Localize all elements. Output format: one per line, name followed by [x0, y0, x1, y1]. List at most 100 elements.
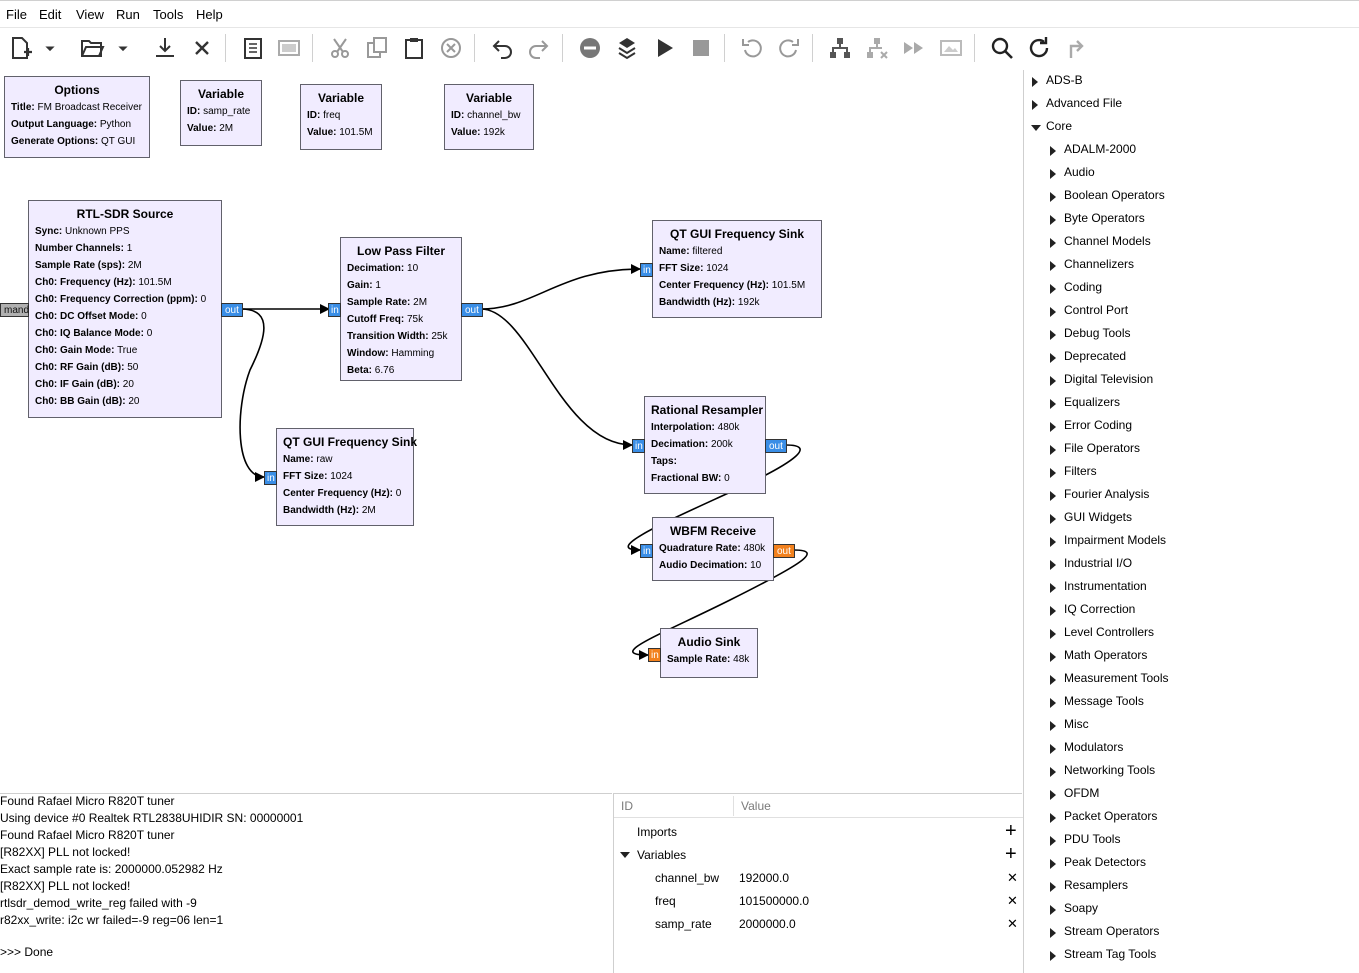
tree-item-core-3[interactable]: Byte Operators — [1064, 211, 1145, 225]
menu-edit[interactable]: Edit — [39, 7, 62, 22]
tree-item-core-22[interactable]: Math Operators — [1064, 648, 1148, 662]
remove-variable-icon[interactable]: ✕ — [1007, 916, 1018, 931]
tree-item-core-0[interactable]: ADALM-2000 — [1064, 142, 1137, 156]
screenshot-icon[interactable] — [273, 32, 305, 64]
chevron-right-icon[interactable] — [1050, 192, 1056, 202]
chevron-right-icon[interactable] — [1050, 445, 1056, 455]
port-out-wbfm[interactable]: out — [773, 544, 795, 558]
rational-resampler-block[interactable]: Rational Resampler Interpolation: 480k D… — [644, 396, 766, 494]
close-icon[interactable] — [186, 32, 218, 64]
port-in-sink-filtered[interactable]: in — [640, 263, 653, 277]
chevron-right-icon[interactable] — [1050, 928, 1056, 938]
chevron-right-icon[interactable] — [1050, 169, 1056, 179]
chevron-right-icon[interactable] — [1050, 399, 1056, 409]
forward-icon[interactable] — [898, 32, 930, 64]
redo-icon[interactable] — [523, 32, 555, 64]
chevron-right-icon[interactable] — [1050, 238, 1056, 248]
chevron-down-icon[interactable] — [620, 852, 630, 858]
tree-item-core-25[interactable]: Misc — [1064, 717, 1089, 731]
report-icon[interactable] — [237, 32, 269, 64]
variables-group[interactable]: Variables — [637, 848, 687, 862]
chevron-right-icon[interactable] — [1050, 330, 1056, 340]
tree-item-core-26[interactable]: Modulators — [1064, 740, 1124, 754]
variable-row-value[interactable]: 192000.0 — [739, 871, 790, 885]
tree-item-core-7[interactable]: Control Port — [1064, 303, 1129, 317]
new-file-icon[interactable] — [4, 32, 36, 64]
delete-icon[interactable] — [435, 32, 467, 64]
tree-item-core-14[interactable]: Filters — [1064, 464, 1097, 478]
rtl-sdr-source-block[interactable]: RTL-SDR Source Sync: Unknown PPS Number … — [28, 200, 222, 418]
qt-gui-frequency-sink-filtered-block[interactable]: QT GUI Frequency Sink Name: filtered FFT… — [652, 220, 822, 318]
port-in-resampler[interactable]: in — [632, 439, 645, 453]
console-panel[interactable]: Found Rafael Micro R820T tuner Using dev… — [0, 793, 612, 973]
tree-item-core-30[interactable]: PDU Tools — [1064, 832, 1121, 846]
chevron-right-icon[interactable] — [1050, 790, 1056, 800]
variable-block-channel-bw[interactable]: Variable ID: channel_bw Value: 192k — [444, 84, 534, 150]
open-folder-icon[interactable] — [76, 32, 108, 64]
tree-item-core-24[interactable]: Message Tools — [1064, 694, 1144, 708]
tree-item-core-2[interactable]: Boolean Operators — [1064, 188, 1165, 202]
chevron-right-icon[interactable] — [1050, 606, 1056, 616]
tree-item-core-10[interactable]: Digital Television — [1064, 372, 1154, 386]
port-out-resampler[interactable]: out — [765, 439, 787, 453]
column-header-value[interactable]: Value — [741, 799, 771, 813]
column-header-id[interactable]: ID — [621, 799, 633, 813]
paste-icon[interactable] — [398, 32, 430, 64]
tree-item-core-32[interactable]: Resamplers — [1064, 878, 1129, 892]
chevron-right-icon[interactable] — [1050, 859, 1056, 869]
chevron-down-icon[interactable] — [1031, 125, 1041, 131]
back-icon[interactable] — [1060, 32, 1092, 64]
disable-icon[interactable] — [574, 32, 606, 64]
variable-row-id[interactable]: samp_rate — [655, 917, 712, 931]
chevron-right-icon[interactable] — [1050, 537, 1056, 547]
port-out-lpf[interactable]: out — [461, 303, 483, 317]
chevron-right-icon[interactable] — [1050, 675, 1056, 685]
wbfm-receive-block[interactable]: WBFM Receive Quadrature Rate: 480k Audio… — [652, 517, 774, 581]
options-block[interactable]: Options Title: FM Broadcast Receiver Out… — [4, 76, 150, 158]
low-pass-filter-block[interactable]: Low Pass Filter Decimation: 10 Gain: 1 S… — [340, 237, 462, 381]
cut-icon[interactable] — [324, 32, 356, 64]
tree-item-core-4[interactable]: Channel Models — [1064, 234, 1151, 248]
tree-item-core-12[interactable]: Error Coding — [1064, 418, 1133, 432]
tree-item-core-23[interactable]: Measurement Tools — [1064, 671, 1169, 685]
run-icon[interactable] — [648, 32, 680, 64]
tree-item-core-9[interactable]: Deprecated — [1064, 349, 1127, 363]
chevron-right-icon[interactable] — [1050, 836, 1056, 846]
variable-block-samp-rate[interactable]: Variable ID: samp_rate Value: 2M — [180, 80, 262, 146]
tree-item-core-19[interactable]: Instrumentation — [1064, 579, 1147, 593]
chevron-right-icon[interactable] — [1050, 951, 1056, 961]
tree-item-core-35[interactable]: Stream Tag Tools — [1064, 947, 1157, 961]
chevron-right-icon[interactable] — [1050, 629, 1056, 639]
variable-row-id[interactable]: freq — [655, 894, 676, 908]
tree-item-core-15[interactable]: Fourier Analysis — [1064, 487, 1150, 501]
port-out-rtl[interactable]: out — [221, 303, 243, 317]
tree-item-core[interactable]: Core — [1046, 119, 1073, 133]
flowgraph-canvas[interactable]: Options Title: FM Broadcast Receiver Out… — [0, 70, 1022, 792]
chevron-right-icon[interactable] — [1050, 560, 1056, 570]
dropdown-icon[interactable] — [40, 32, 60, 64]
variable-row-value[interactable]: 101500000.0 — [739, 894, 810, 908]
add-variable-icon[interactable]: + — [1005, 843, 1017, 865]
tree-item-core-16[interactable]: GUI Widgets — [1064, 510, 1133, 524]
chevron-right-icon[interactable] — [1050, 376, 1056, 386]
tree-item-core-11[interactable]: Equalizers — [1064, 395, 1121, 409]
audio-sink-block[interactable]: Audio Sink Sample Rate: 48k — [660, 628, 758, 678]
tree-item-core-31[interactable]: Peak Detectors — [1064, 855, 1147, 869]
chevron-right-icon[interactable] — [1050, 721, 1056, 731]
chevron-right-icon[interactable] — [1050, 514, 1056, 524]
tree-item-core-28[interactable]: OFDM — [1064, 786, 1100, 800]
chevron-right-icon[interactable] — [1032, 77, 1038, 87]
tree-item-core-8[interactable]: Debug Tools — [1064, 326, 1131, 340]
variable-block-freq[interactable]: Variable ID: freq Value: 101.5M — [300, 84, 382, 150]
chevron-right-icon[interactable] — [1050, 744, 1056, 754]
remove-variable-icon[interactable]: ✕ — [1007, 870, 1018, 885]
tree-item-top-0[interactable]: ADS-B — [1046, 73, 1083, 87]
menu-tools[interactable]: Tools — [153, 7, 184, 22]
imports-group[interactable]: Imports — [637, 825, 678, 839]
bypass-icon[interactable] — [611, 32, 643, 64]
chevron-right-icon[interactable] — [1050, 284, 1056, 294]
tree-item-core-13[interactable]: File Operators — [1064, 441, 1141, 455]
chevron-right-icon[interactable] — [1032, 100, 1038, 110]
chevron-right-icon[interactable] — [1050, 583, 1056, 593]
